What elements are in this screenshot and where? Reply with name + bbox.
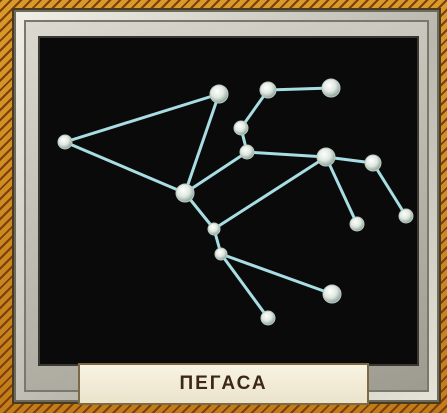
- star: [234, 121, 248, 135]
- star: [323, 285, 341, 303]
- star: [350, 217, 364, 231]
- constellation-line: [221, 254, 332, 294]
- star: [208, 223, 220, 235]
- constellation-line: [65, 142, 185, 193]
- star: [58, 135, 72, 149]
- caption-plate: ПЕГАСА: [78, 363, 369, 405]
- constellation-line: [185, 94, 219, 193]
- constellation-name: ПЕГАСА: [179, 373, 267, 395]
- constellation-line: [247, 152, 326, 157]
- star: [240, 145, 254, 159]
- star: [210, 85, 228, 103]
- star: [176, 184, 194, 202]
- star: [260, 82, 276, 98]
- star: [261, 311, 275, 325]
- constellation-stars: [58, 79, 413, 325]
- star: [365, 155, 381, 171]
- constellation-lines: [65, 88, 406, 318]
- constellation-line: [214, 157, 326, 229]
- constellation-line: [326, 157, 357, 224]
- star: [215, 248, 227, 260]
- star: [322, 79, 340, 97]
- constellation-line: [373, 163, 406, 216]
- constellation-line: [65, 94, 219, 142]
- star: [317, 148, 335, 166]
- star: [399, 209, 413, 223]
- constellation-line: [185, 152, 247, 193]
